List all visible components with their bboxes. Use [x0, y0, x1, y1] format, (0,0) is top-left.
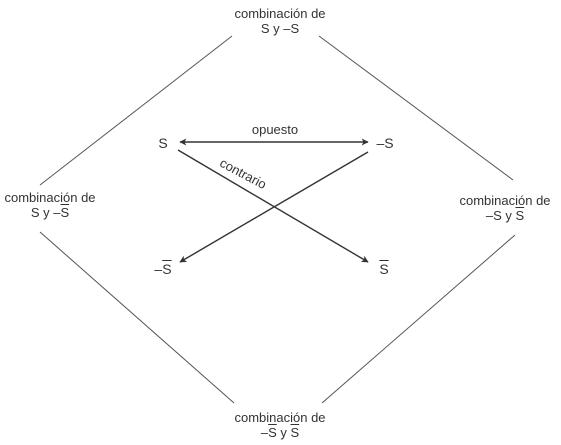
edge-top-right — [318, 35, 514, 181]
relation-opuesto-label: opuesto — [251, 122, 299, 137]
corner-top-line2: S y –S — [260, 21, 300, 36]
edge-right-bottom — [321, 234, 516, 404]
corner-right-line2: –S y S — [485, 208, 525, 223]
edge-left-bottom — [39, 231, 235, 404]
arrow-contrario — [177, 149, 369, 263]
corner-left-line1: combinación de — [4, 190, 96, 205]
corner-bottom-line1: combinación de — [234, 410, 326, 425]
term-s: S — [158, 135, 168, 151]
corner-bottom-line2: –S y S — [260, 425, 300, 440]
corner-left-line2: S y –S — [30, 205, 70, 220]
term-neg-s: –S — [376, 135, 394, 151]
arrow-neg-s-to-not-s — [179, 151, 369, 263]
edge-top-left — [39, 35, 233, 186]
term-bar-s: S — [379, 261, 389, 277]
corner-top-line1: combinación de — [234, 6, 326, 21]
corner-top-label: combinación de S y –S — [205, 6, 355, 36]
term-not-s: –S — [154, 261, 172, 277]
corner-bottom-label: combinación de –S y S — [205, 410, 355, 440]
corner-right-line1: combinación de — [459, 193, 551, 208]
corner-left-label: combinación de S y –S — [0, 190, 100, 220]
corner-right-label: combinación de –S y S — [451, 193, 559, 223]
